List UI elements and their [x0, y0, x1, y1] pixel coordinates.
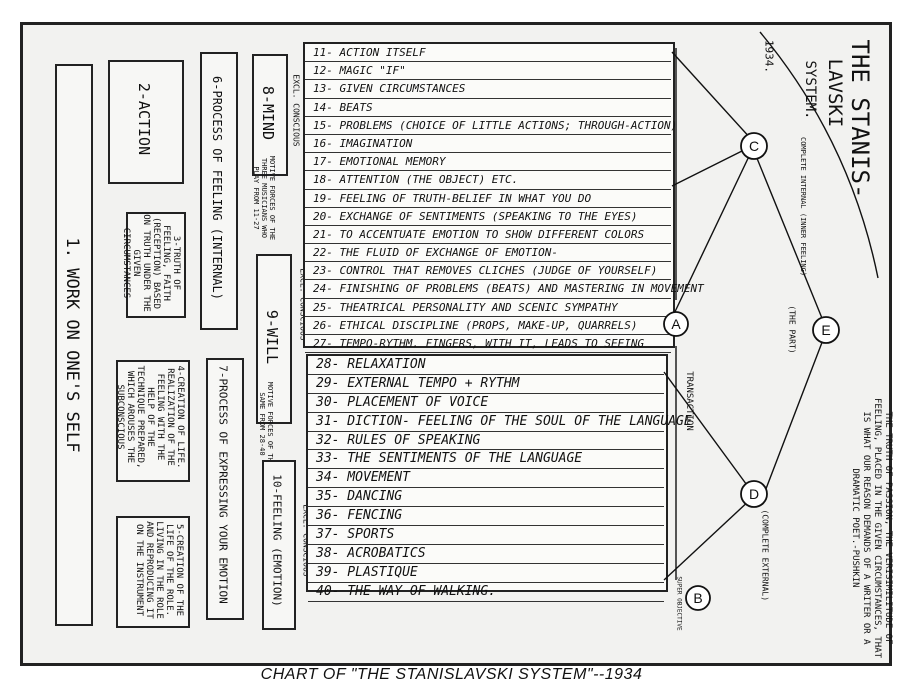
- connector-c-inner: [671, 145, 753, 187]
- list-item: 12- MAGIC "IF": [305, 62, 671, 81]
- connector-c-bottom: [671, 149, 753, 319]
- list-item: 33- THE SENTIMENTS OF THE LANGUAGE: [308, 450, 664, 470]
- chart-caption: CHART OF "THE STANISLAVSKI SYSTEM"--1934: [260, 666, 643, 683]
- chart-title-line-2: LAVSKI: [824, 58, 846, 128]
- list-item: 23- CONTROL THAT REMOVES CLICHES (JUDGE …: [305, 262, 671, 281]
- creation-box: [116, 360, 190, 482]
- list-item: 11- ACTION ITSELF: [305, 44, 671, 63]
- list-item: 16- IMAGINATION: [305, 135, 671, 154]
- process-feeling-box: [200, 52, 238, 330]
- node-c-note: COMPLETE INTERNAL (INNER FEELING): [799, 137, 807, 277]
- node-b-circle: [685, 585, 711, 611]
- list-item: 22- THE FLUID OF EXCHANGE OF EMOTION-: [305, 244, 671, 263]
- list-item: 35- DANCING: [308, 488, 664, 508]
- list-item: 14- BEATS: [305, 99, 671, 117]
- node-e-note: (THE PART): [787, 305, 797, 354]
- connector-d-bottom: [663, 497, 753, 581]
- node-a-note: TRANSACTION: [684, 371, 694, 431]
- pushkin-quote: THE TRUTH OF PASSION, THE VERISIMILITUDE…: [850, 397, 893, 659]
- node-b-note: SUPER OBJECTIVE: [675, 576, 683, 631]
- connector-c-top: [671, 51, 753, 141]
- chart-title-line-3: SYSTEM.: [802, 60, 818, 120]
- node-e-circle: [812, 316, 840, 344]
- list-item: 18- ATTENTION (THE OBJECT) ETC.: [305, 171, 671, 190]
- node-c-label: C: [749, 138, 759, 154]
- feeling-box: [262, 460, 296, 630]
- connector-c-e: [751, 145, 827, 329]
- list-item: 40- THE WAY OF WALKING.: [308, 583, 664, 602]
- connector-d-e: [763, 331, 827, 495]
- connector-d-top: [663, 371, 753, 493]
- truth-box: [126, 212, 186, 318]
- list-item: 36- FENCING: [308, 507, 664, 527]
- node-e-label: E: [821, 322, 830, 338]
- list-item: 27- TEMPO-RYTHM. FINGERS, WITH IT, LEADS…: [305, 335, 671, 354]
- node-a-circle: [663, 311, 689, 337]
- process-expressing-box: [206, 358, 244, 620]
- action-box: [108, 60, 184, 184]
- chart-title-line-4: 1934.: [762, 39, 776, 74]
- work-on-self-box: [55, 64, 93, 626]
- list-item: 31- DICTION- FEELING OF THE SOUL OF THE …: [308, 413, 692, 432]
- list-item: 29- EXTERNAL TEMPO + RYTHM: [308, 375, 664, 394]
- list-item: 37- SPORTS: [308, 526, 664, 545]
- node-d-circle: [740, 480, 768, 508]
- list-item: 25- THEATRICAL PERSONALITY AND SCENIC SY…: [305, 299, 671, 317]
- node-a-label: A: [671, 316, 681, 332]
- creation-of-role-box: [116, 516, 190, 628]
- list-item: 26- ETHICAL DISCIPLINE (PROPS, MAKE-UP, …: [305, 317, 671, 335]
- inner-list-box: [303, 42, 675, 348]
- will-box: [256, 254, 292, 424]
- node-c-circle: [740, 132, 768, 160]
- list-item: 21- TO ACCENTUATE EMOTION TO SHOW DIFFER…: [305, 226, 671, 245]
- list-item: 20- EXCHANGE OF SENTIMENTS (SPEAKING TO …: [305, 208, 671, 226]
- list-item: 13- GIVEN CIRCUMSTANCES: [305, 80, 671, 99]
- list-item: 39- PLASTIQUE: [308, 564, 664, 583]
- chart-title-line-1: THE STANIS-: [846, 39, 874, 199]
- node-d-label: D: [749, 486, 759, 502]
- list-item: 15- PROBLEMS (CHOICE OF LITTLE ACTIONS; …: [305, 117, 677, 135]
- list-item: 32- RULES OF SPEAKING: [308, 432, 664, 451]
- title-border-curve: [759, 31, 879, 279]
- node-b-label: B: [693, 590, 702, 606]
- list-item: 34- MOVEMENT: [308, 469, 664, 489]
- list-item: 30- PLACEMENT OF VOICE: [308, 394, 664, 413]
- list-item: 17- EMOTIONAL MEMORY: [305, 153, 671, 172]
- node-d-note: (COMPLETE EXTERNAL): [760, 509, 770, 602]
- list-item: 19- FEELING OF TRUTH-BELIEF IN WHAT YOU …: [305, 190, 671, 208]
- list-item: 38- ACROBATICS: [308, 545, 664, 564]
- mind-box: [252, 54, 288, 176]
- list-item: 24- FINISHING OF PROBLEMS (BEATS) AND MA…: [305, 280, 704, 299]
- list-item: 28- RELAXATION: [308, 356, 664, 375]
